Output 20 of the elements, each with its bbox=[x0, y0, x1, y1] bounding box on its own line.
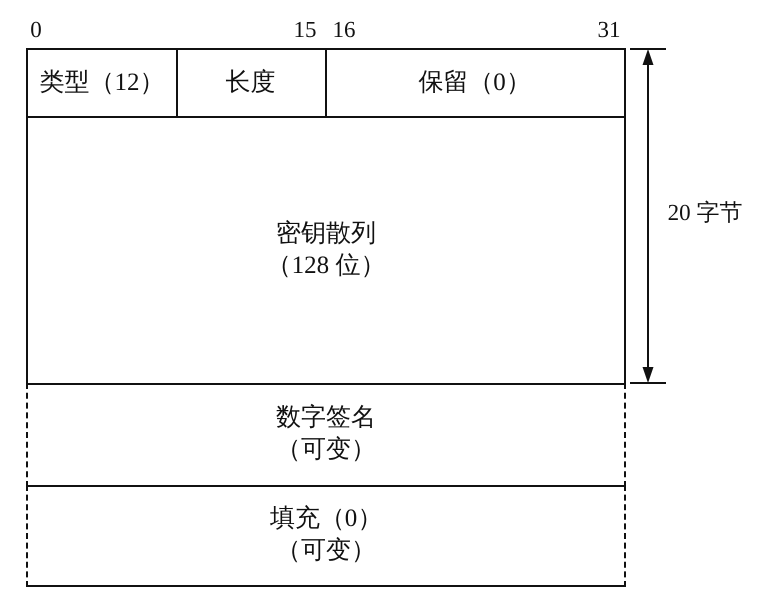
packet-field bbox=[26, 383, 626, 487]
field-name: 密钥散列 bbox=[276, 218, 376, 248]
field-name: 填充（0） bbox=[270, 504, 382, 534]
packet-field bbox=[26, 48, 178, 118]
field-name: 类型（12） bbox=[40, 68, 164, 98]
bit-number: 15 bbox=[294, 17, 316, 43]
dimension-label: 20 字节 bbox=[668, 200, 742, 226]
field-name: 保留（0） bbox=[418, 68, 531, 98]
bit-number: 31 bbox=[598, 17, 620, 43]
field-note: （可变） bbox=[276, 435, 376, 465]
field-name: 长度 bbox=[226, 68, 276, 98]
bit-number: 16 bbox=[332, 17, 356, 43]
bit-number: 0 bbox=[30, 17, 42, 43]
field-name: 数字签名 bbox=[276, 402, 376, 433]
packet-field bbox=[26, 485, 626, 587]
field-note: （128 位） bbox=[266, 250, 386, 280]
packet-field bbox=[176, 48, 327, 118]
packet-field bbox=[26, 116, 626, 385]
packet-field bbox=[325, 48, 626, 118]
field-note: （可变） bbox=[276, 536, 376, 566]
